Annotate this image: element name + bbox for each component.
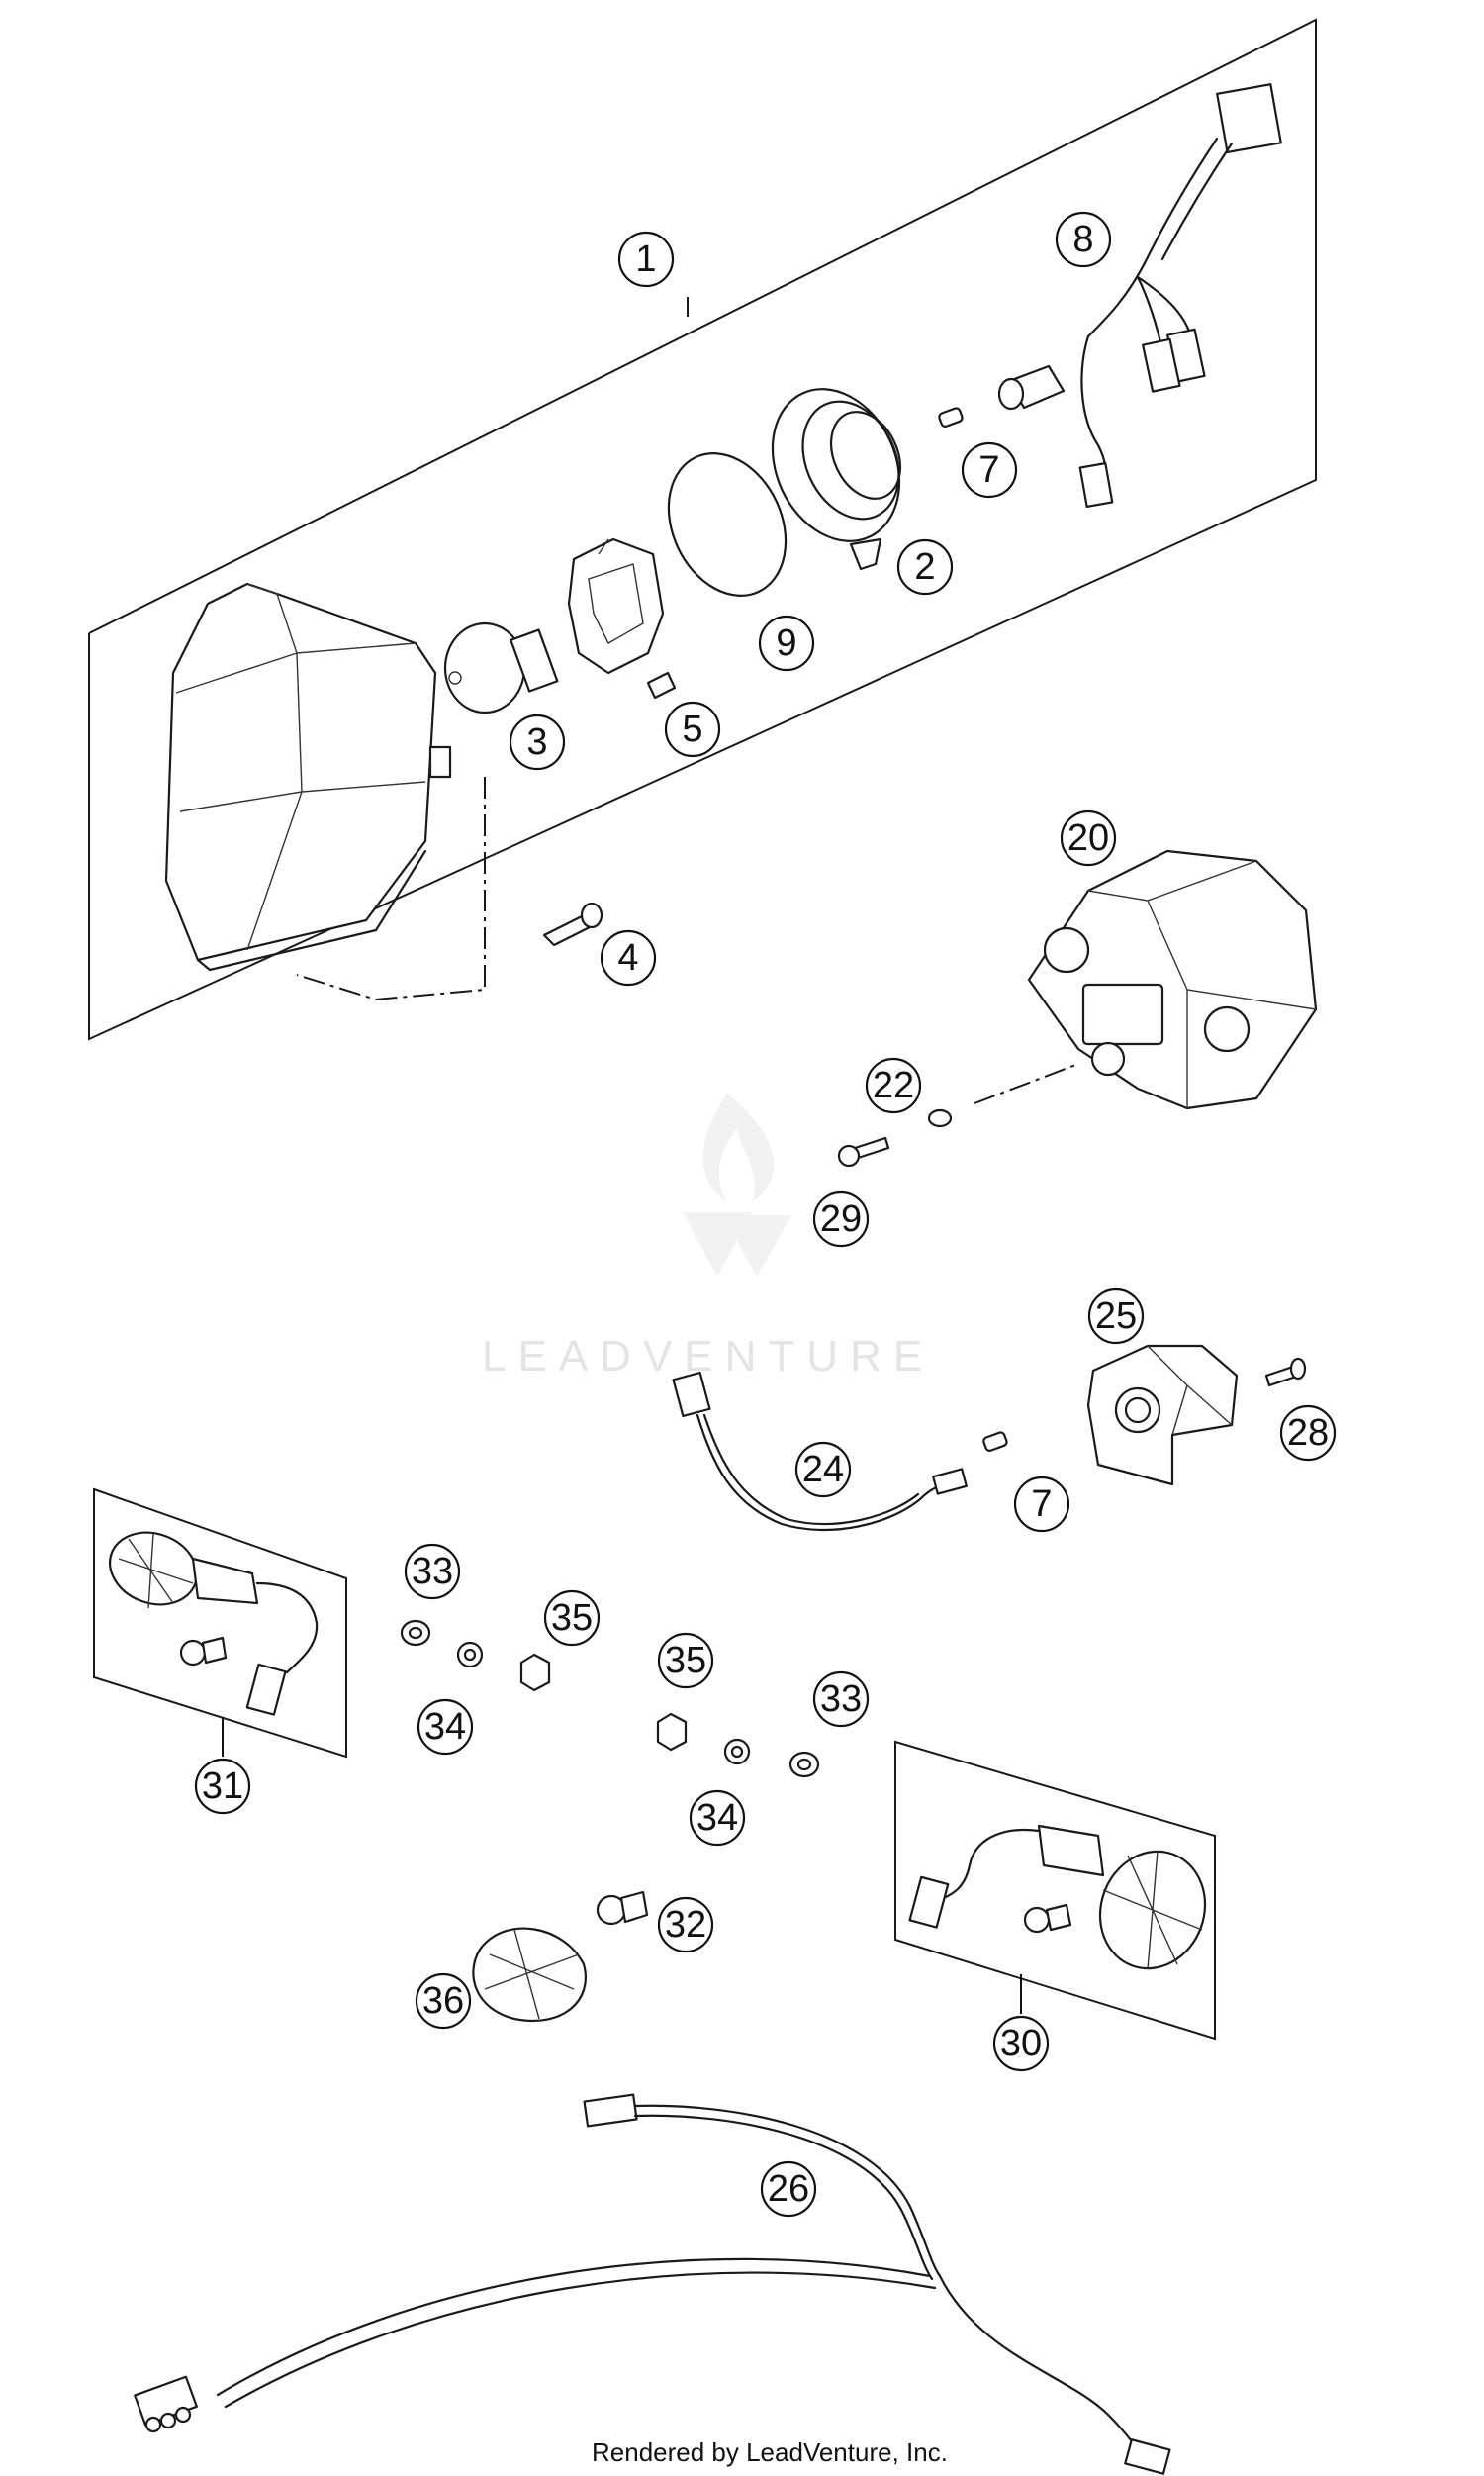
headlight-bulb xyxy=(443,621,559,714)
svg-text:7: 7 xyxy=(1031,1483,1052,1525)
callout-7[interactable]: 7 xyxy=(961,441,1018,499)
callout-8[interactable]: 8 xyxy=(1055,211,1112,268)
license-light-screw xyxy=(1264,1357,1307,1387)
svg-text:25: 25 xyxy=(1095,1295,1137,1337)
callout-20[interactable]: 20 xyxy=(1060,809,1117,867)
callout-28[interactable]: 28 xyxy=(1279,1404,1337,1462)
svg-text:34: 34 xyxy=(696,1797,738,1839)
callout-29[interactable]: 29 xyxy=(812,1190,870,1248)
headlight-assembly-frame xyxy=(88,18,1317,1041)
svg-text:29: 29 xyxy=(820,1198,862,1240)
turn-signal-right xyxy=(908,1824,1207,1970)
svg-text:22: 22 xyxy=(873,1065,914,1106)
callout-33-left[interactable]: 33 xyxy=(404,1543,461,1600)
callout-32[interactable]: 32 xyxy=(657,1896,714,1953)
callout-22[interactable]: 22 xyxy=(865,1057,922,1114)
callout-30[interactable]: 30 xyxy=(992,1974,1050,2072)
reflector-cover xyxy=(771,388,902,571)
svg-text:31: 31 xyxy=(202,1765,243,1807)
parking-bulb xyxy=(938,407,964,428)
svg-text:35: 35 xyxy=(551,1597,593,1639)
svg-text:2: 2 xyxy=(914,546,935,588)
nut-right xyxy=(656,1712,688,1752)
svg-text:35: 35 xyxy=(665,1640,706,1681)
callout-9[interactable]: 9 xyxy=(758,615,815,672)
callout-2[interactable]: 2 xyxy=(896,538,954,596)
clip xyxy=(646,671,677,700)
svg-text:33: 33 xyxy=(820,1678,862,1720)
lock-washer-right xyxy=(723,1738,751,1765)
footer-credit: Rendered by LeadVenture, Inc. xyxy=(592,2437,948,2467)
watermark-logo xyxy=(683,1094,791,1277)
license-light-cable xyxy=(672,1371,968,1532)
svg-text:7: 7 xyxy=(978,449,999,491)
turn-signal-left-frame xyxy=(93,1487,347,1759)
headlight-mask xyxy=(164,582,452,972)
watermark-text: LEADVENTURE xyxy=(482,1332,934,1381)
callout-26[interactable]: 26 xyxy=(760,2160,817,2218)
bulb-holder xyxy=(567,537,665,675)
callout-4[interactable]: 4 xyxy=(600,929,657,987)
callout-35-right[interactable]: 35 xyxy=(657,1632,714,1689)
svg-text:34: 34 xyxy=(424,1706,466,1748)
svg-text:4: 4 xyxy=(617,937,638,979)
nut-left xyxy=(519,1653,551,1692)
tail-light-housing xyxy=(1027,849,1318,1110)
svg-text:8: 8 xyxy=(1072,219,1093,260)
headlight-wiring-harness xyxy=(997,83,1282,509)
svg-text:30: 30 xyxy=(1000,2023,1042,2064)
washer-left xyxy=(400,1619,431,1647)
callout-34-right[interactable]: 34 xyxy=(689,1789,746,1847)
svg-text:1: 1 xyxy=(635,238,656,280)
license-plate-light xyxy=(1086,1344,1239,1486)
svg-text:5: 5 xyxy=(682,709,702,750)
leader-line-taillight xyxy=(974,1063,1079,1104)
callout-5[interactable]: 5 xyxy=(664,701,721,758)
seal-ring xyxy=(667,452,788,597)
callout-31[interactable]: 31 xyxy=(194,1717,251,1815)
svg-text:33: 33 xyxy=(412,1551,453,1592)
lock-washer-left xyxy=(456,1641,484,1668)
bolt xyxy=(542,902,603,947)
screw xyxy=(837,1136,890,1168)
turn-signal-lens xyxy=(472,1927,587,2022)
callout-35-left[interactable]: 35 xyxy=(543,1589,601,1647)
svg-text:32: 32 xyxy=(665,1904,706,1946)
svg-text:36: 36 xyxy=(422,1980,464,2022)
callout-33-right[interactable]: 33 xyxy=(812,1670,870,1728)
callout-3[interactable]: 3 xyxy=(509,714,566,771)
turn-signal-harness xyxy=(134,2093,1171,2475)
washer xyxy=(927,1108,953,1128)
callout-25[interactable]: 25 xyxy=(1087,1287,1145,1345)
callout-1[interactable]: 1 xyxy=(617,231,675,288)
svg-text:3: 3 xyxy=(526,721,547,763)
svg-text:20: 20 xyxy=(1067,817,1109,859)
leader-line-mask xyxy=(296,777,486,1001)
svg-text:28: 28 xyxy=(1287,1412,1329,1454)
callout-36[interactable]: 36 xyxy=(415,1972,472,2030)
turn-signal-right-frame xyxy=(894,1740,1216,2041)
callout-34-left[interactable]: 34 xyxy=(417,1698,474,1756)
svg-text:26: 26 xyxy=(768,2168,809,2210)
license-bulb xyxy=(982,1431,1008,1452)
callout-24[interactable]: 24 xyxy=(794,1441,852,1498)
svg-text:24: 24 xyxy=(802,1449,844,1490)
callout-7-lower[interactable]: 7 xyxy=(1013,1476,1070,1533)
svg-text:9: 9 xyxy=(776,622,796,664)
turn-signal-left xyxy=(108,1531,319,1716)
turn-signal-bulb xyxy=(596,1890,649,1926)
washer-right xyxy=(788,1751,820,1778)
